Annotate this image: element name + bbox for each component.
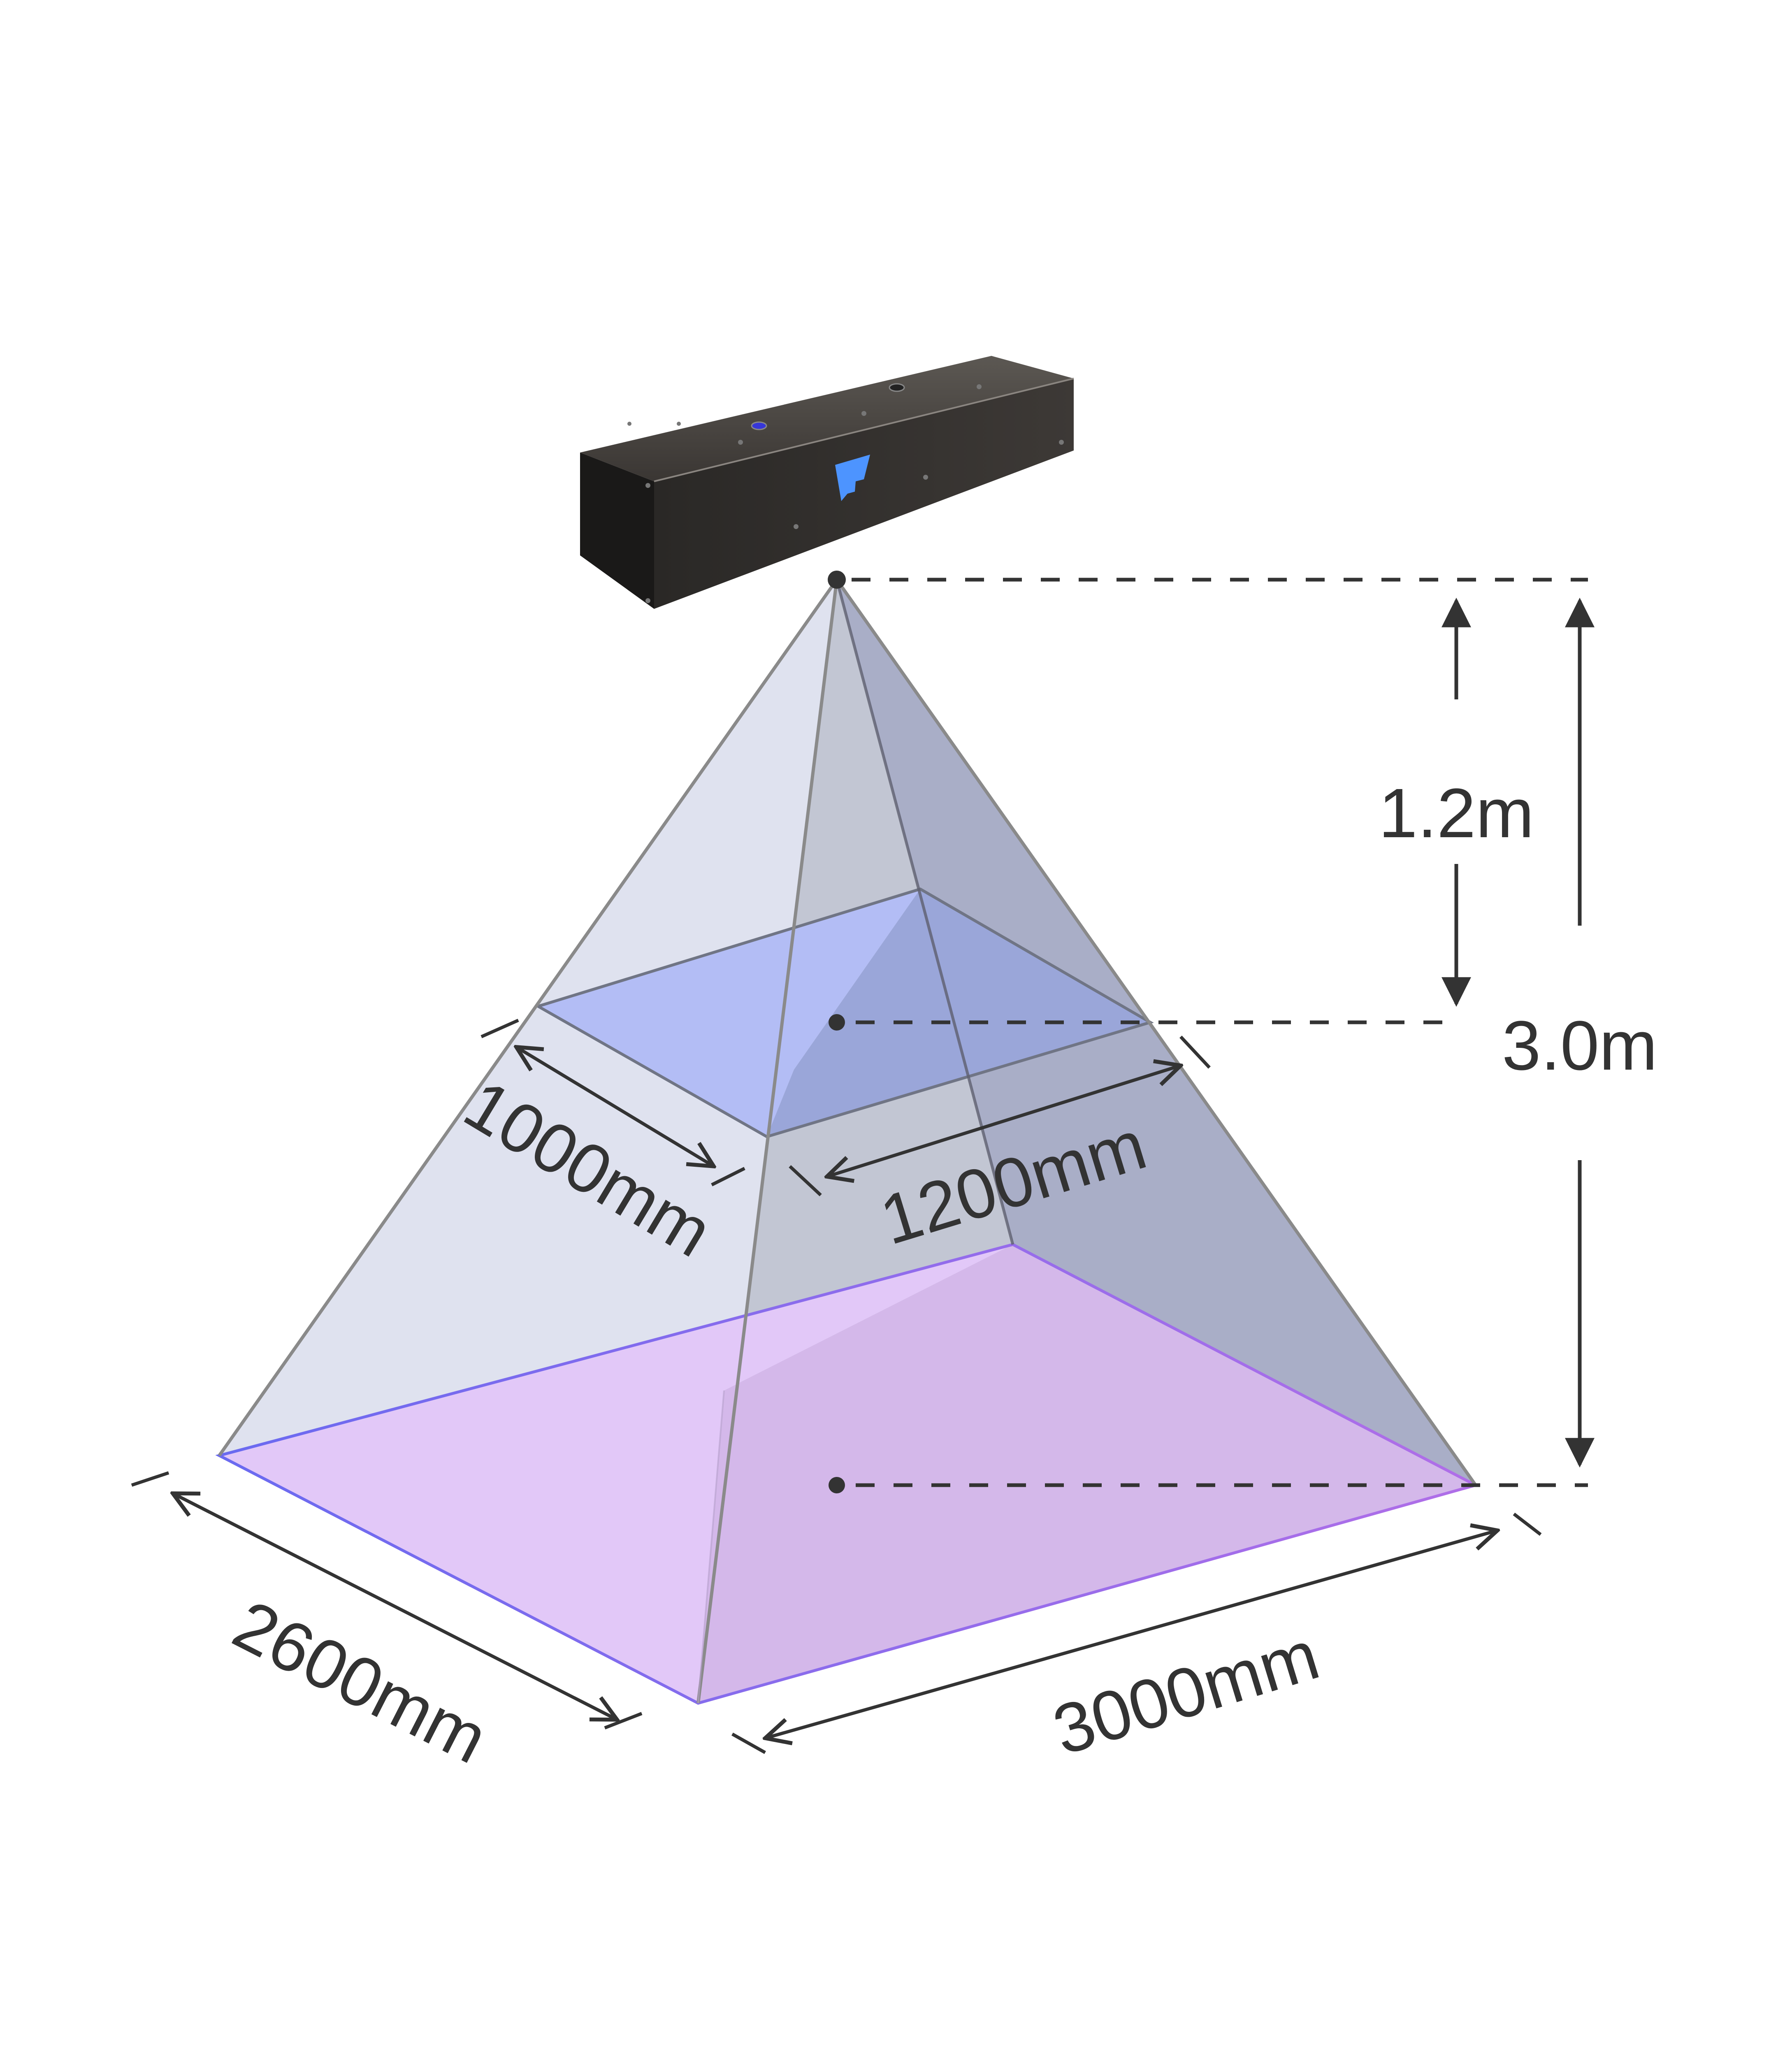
sensor-right: [889, 383, 905, 392]
screws: [627, 384, 1064, 603]
far-width-label: 2600mm: [222, 1586, 500, 1779]
fov-pyramid: [215, 578, 1480, 1705]
far-center-point: [829, 1477, 845, 1493]
height-annotations: [852, 578, 1595, 1487]
camera-device: [580, 356, 1074, 609]
far-dimensions: [131, 1471, 1542, 1754]
brand-logo-icon: [835, 455, 870, 501]
pyramid-edges: [218, 578, 1477, 1704]
near-dimensions: [480, 1019, 1211, 1196]
far-distance-label: 3.0m: [1502, 1007, 1657, 1085]
apex-point: [828, 571, 846, 589]
far-plane-left: [219, 1244, 1013, 1703]
device-front-face: [654, 378, 1074, 609]
device-end-face: [580, 453, 654, 609]
near-distance-label: 1.2m: [1379, 774, 1534, 852]
near-center-point: [829, 1014, 845, 1031]
sensor-left: [751, 421, 767, 430]
device-top-face: [580, 356, 1074, 481]
far-depth-label: 3000mm: [1045, 1616, 1328, 1770]
near-plane-left: [538, 889, 920, 1137]
